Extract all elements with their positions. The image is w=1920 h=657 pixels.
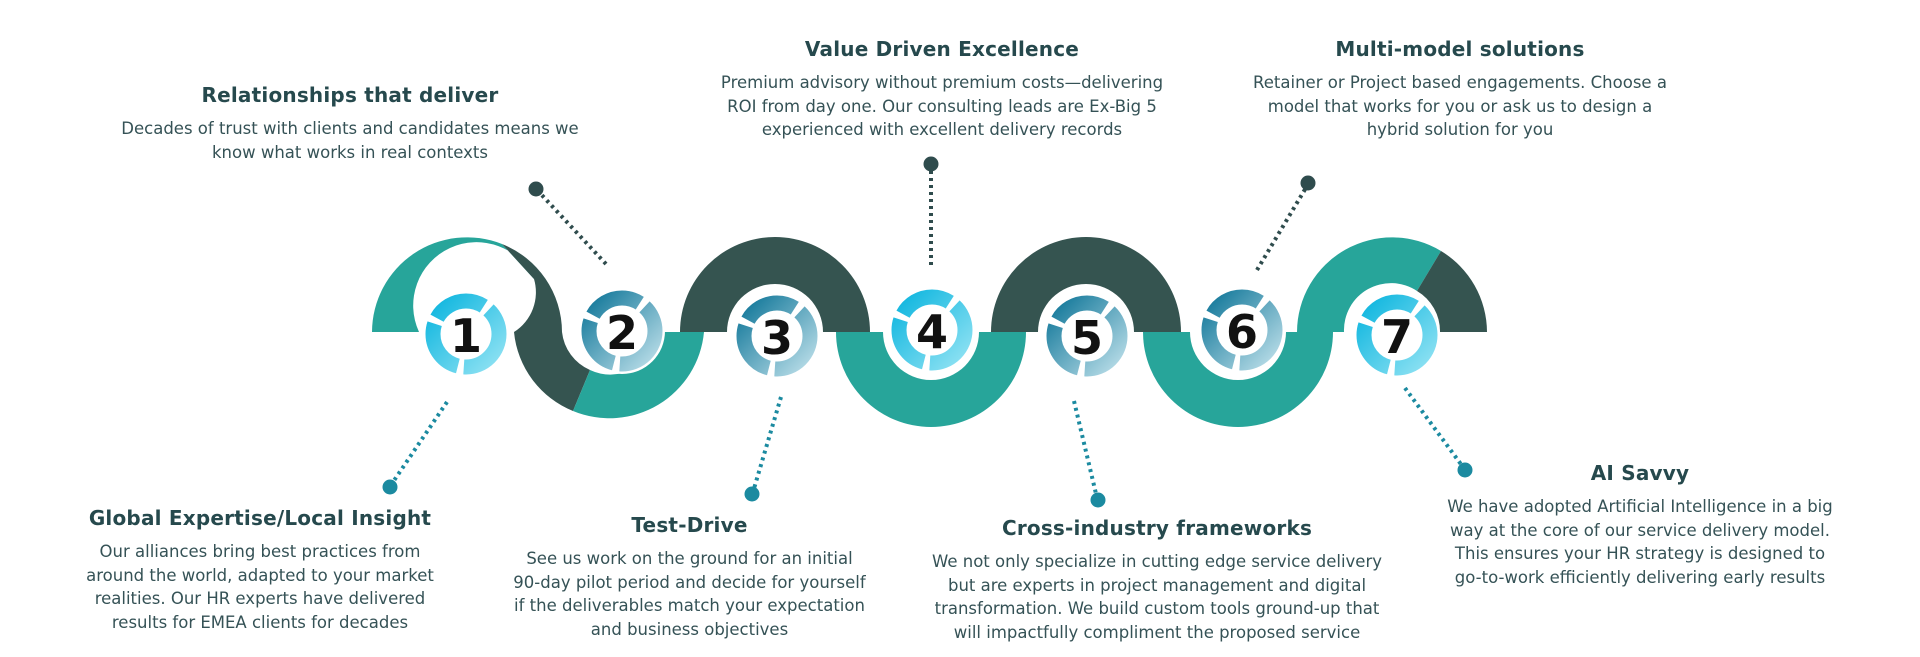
wave-segment-5 (991, 237, 1181, 332)
step-ring-5: 5 (1044, 293, 1130, 379)
connector-7 (1403, 386, 1473, 478)
step-text-4: Premium advisory without premium costs—d… (720, 73, 1164, 139)
wave-segment-7 (1297, 237, 1441, 332)
connector-6 (1255, 175, 1316, 272)
step-number-3: 3 (761, 311, 793, 365)
wave-segment-2 (514, 332, 590, 411)
connector-3 (744, 396, 783, 502)
step-block-7: AI Savvy We have adopted Artificial Inte… (1440, 461, 1840, 589)
wave-segment-1-cap (502, 244, 562, 332)
step-ring-6: 6 (1199, 287, 1285, 373)
step-block-6: Multi-model solutions Retainer or Projec… (1240, 37, 1680, 142)
step-title-5: Cross-industry frameworks (1001, 516, 1313, 540)
wave-segment-7-cap (1417, 251, 1487, 332)
step-text-6: Retainer or Project based engagements. C… (1253, 73, 1667, 139)
step-block-5: Cross-industry frameworks We not only sp… (932, 516, 1382, 644)
step-number-7: 7 (1381, 310, 1413, 364)
step-text-7: We have adopted Artificial Intelligence … (1447, 497, 1833, 587)
step-number-5: 5 (1071, 311, 1103, 365)
step-ring-1: 1 (423, 291, 509, 377)
step-ring-2: 2 (579, 288, 665, 374)
step-title-6: Multi-model solutions (1335, 37, 1585, 61)
step-text-1: Our alliances bring best practices from … (86, 542, 434, 632)
step-number-4: 4 (916, 305, 948, 359)
wave-track (372, 237, 1487, 427)
step-ring-4: 4 (889, 287, 975, 373)
wave-segment-3 (680, 237, 870, 332)
step-number-6: 6 (1226, 305, 1258, 359)
step-ring-3: 3 (734, 293, 820, 379)
connector-1 (382, 400, 449, 495)
step-block-1: Global Expertise/Local Insight Our allia… (80, 506, 440, 634)
connector-4 (923, 156, 939, 265)
step-block-4: Value Driven Excellence Premium advisory… (712, 37, 1172, 142)
connector-5 (1072, 400, 1106, 508)
step-title-7: AI Savvy (1590, 461, 1690, 485)
step-ring-7: 7 (1354, 292, 1440, 378)
step-number-2: 2 (606, 306, 638, 360)
step-block-3: Test-Drive See us work on the ground for… (512, 513, 867, 641)
step-title-3: Test-Drive (631, 513, 748, 537)
wave-segment-1 (372, 237, 534, 332)
step-text-2: Decades of trust with clients and candid… (121, 119, 579, 162)
step-rings: 1 2 3 4 (423, 287, 1440, 379)
step-text-5: We not only specialize in cutting edge s… (932, 552, 1382, 642)
connectors (382, 156, 1473, 508)
step-block-2: Relationships that deliver Decades of tr… (100, 83, 600, 164)
step-title-4: Value Driven Excellence (804, 37, 1080, 61)
wave-segment-4 (836, 332, 1026, 427)
connector-2 (528, 181, 608, 266)
step-number-1: 1 (450, 309, 482, 363)
step-title-2: Relationships that deliver (201, 83, 499, 107)
step-text-3: See us work on the ground for an initial… (513, 549, 866, 639)
wave-segment-6 (1143, 332, 1333, 427)
step-title-1: Global Expertise/Local Insight (88, 506, 432, 530)
wave-segment-2-tail (573, 332, 704, 419)
